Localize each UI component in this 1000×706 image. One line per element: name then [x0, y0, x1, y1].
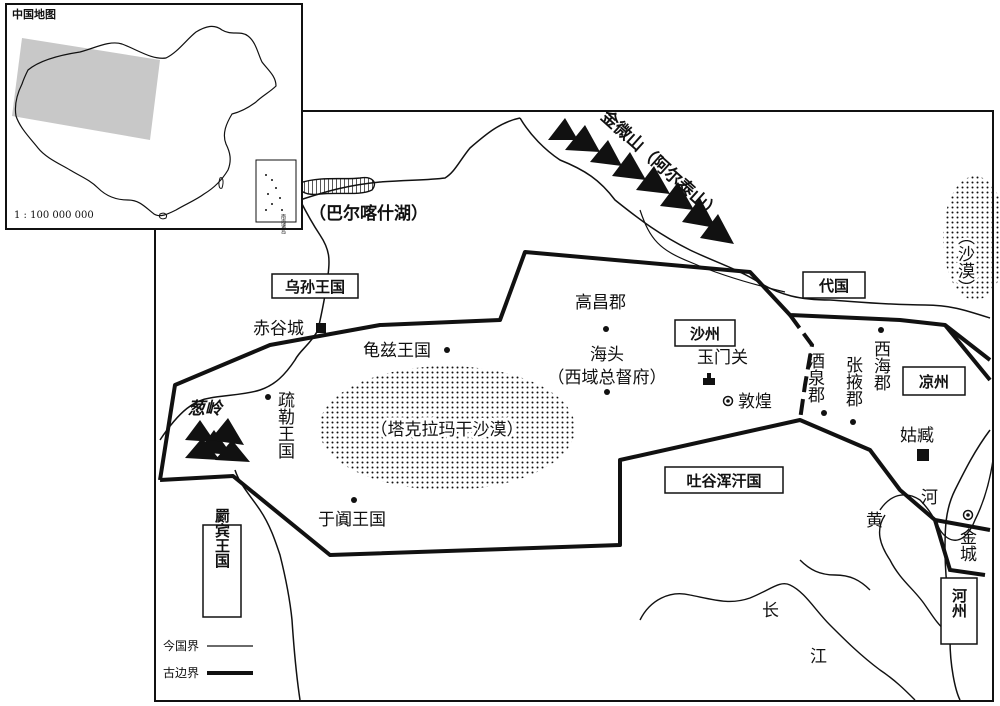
yangtze-river [639, 559, 916, 701]
label-taklamakan: （塔克拉玛干沙漠） [371, 420, 524, 440]
place-yumen: 玉门关 [697, 348, 748, 385]
place-gaochang: 高昌郡 [575, 293, 626, 332]
svg-text:高昌郡: 高昌郡 [575, 293, 626, 313]
svg-text:于阗王国: 于阗王国 [318, 510, 386, 530]
boxed-label-tuyuhun: 吐谷浑汗国 [664, 466, 784, 494]
inset-highlight-region [12, 38, 160, 140]
svg-text:南海诸岛: 南海诸岛 [280, 213, 286, 235]
label-congling: 葱岭 [188, 399, 224, 419]
label-balkhash: （巴尔喀什湖） [309, 203, 428, 224]
inset-hainan [159, 212, 167, 220]
place-dunhuang: 敦煌 [722, 392, 772, 412]
svg-text:张掖郡: 张掖郡 [842, 356, 863, 407]
place-qiuci: 龟兹王国 [363, 341, 450, 361]
inset-south-sea-islands [265, 174, 283, 211]
svg-text:凉州: 凉州 [919, 373, 949, 391]
svg-text:1 : 100 000 000: 1 : 100 000 000 [14, 210, 94, 221]
boxed-label-jibin: 罽宾王国 [202, 508, 242, 618]
svg-text:乌孙王国: 乌孙王国 [285, 278, 345, 296]
place-guzang: 姑臧 [900, 425, 934, 461]
svg-text:酒泉郡: 酒泉郡 [804, 352, 825, 403]
svg-text:姑臧: 姑臧 [900, 425, 934, 446]
inset-taiwan [218, 177, 224, 189]
modern-border-line [159, 117, 991, 701]
label-east-desert: （沙漠） [954, 228, 975, 296]
ancient-border-east [933, 323, 992, 577]
place-jiuquan: 酒泉郡 [804, 352, 827, 416]
balkhash-lake [298, 176, 376, 196]
boxed-label-hezhou: 河州 [940, 577, 978, 645]
svg-text:海头: 海头 [590, 345, 624, 365]
svg-text:金城: 金城 [956, 528, 977, 562]
place-xihai: 西海郡 [870, 327, 891, 391]
inset-china-map: 中国地图 1 : 100 000 000 南海诸岛 [5, 3, 303, 235]
svg-text:罽宾王国: 罽宾王国 [213, 508, 231, 569]
svg-text:古边界: 古边界 [163, 665, 199, 680]
boxed-label-liangzhou: 凉州 [902, 366, 966, 396]
svg-text:今国界: 今国界 [163, 638, 199, 653]
svg-text:玉门关: 玉门关 [697, 348, 748, 368]
svg-text:龟兹王国: 龟兹王国 [363, 341, 431, 361]
ancient-border-line [158, 250, 992, 557]
place-jincheng: 金城 [956, 509, 977, 562]
inset-china-outline [14, 25, 277, 217]
svg-text:敦煌: 敦煌 [738, 392, 772, 412]
boxed-label-shazhou: 沙州 [674, 319, 736, 347]
svg-text:河州: 河州 [950, 587, 968, 619]
svg-text:沙州: 沙州 [690, 325, 720, 343]
map-legend: 今国界 古边界 [163, 638, 253, 680]
ancient-border-dashed [788, 313, 815, 421]
east-desert [943, 176, 1000, 300]
boxed-label-wusun: 乌孙王国 [271, 273, 359, 299]
place-shule: 疏勒王国 [265, 391, 295, 459]
place-chigu: 赤谷城 [253, 319, 326, 339]
place-zhangye: 张掖郡 [842, 356, 863, 425]
boxed-label-daiguo: 代国 [802, 271, 866, 299]
label-yangtze-2: 江 [810, 647, 827, 667]
svg-text:（西域总督府）: （西域总督府） [548, 368, 667, 388]
inset-south-sea-box [255, 159, 297, 223]
svg-text:赤谷城: 赤谷城 [253, 319, 304, 339]
svg-text:吐谷浑汗国: 吐谷浑汗国 [686, 472, 761, 490]
svg-text:西海郡: 西海郡 [870, 340, 891, 391]
svg-text:代国: 代国 [818, 277, 849, 295]
label-yellow-river-1: 黄 [866, 511, 883, 531]
taklamakan-desert [319, 366, 575, 490]
svg-text:中国地图: 中国地图 [12, 7, 56, 21]
label-yangtze-1: 长 [762, 601, 779, 621]
label-yellow-river-2: 河 [921, 488, 938, 508]
place-haitou: 海头 （西域总督府） [548, 345, 667, 395]
place-yutian: 于阗王国 [318, 497, 386, 530]
congling-mountains [185, 418, 250, 462]
jinwei-mountains [548, 118, 734, 244]
svg-text:疏勒王国: 疏勒王国 [274, 391, 295, 459]
river-north [639, 209, 786, 293]
